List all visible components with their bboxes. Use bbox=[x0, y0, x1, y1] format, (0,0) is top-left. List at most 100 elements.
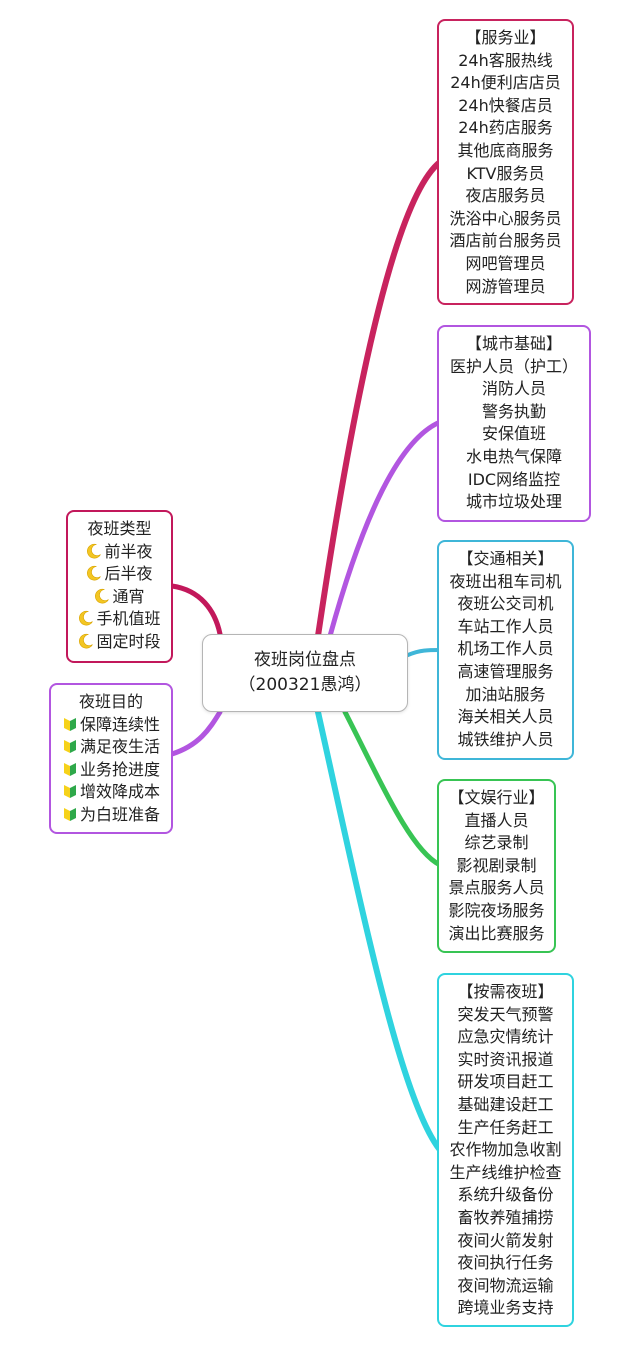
list-item[interactable]: 基础建设赶工 bbox=[443, 1094, 568, 1117]
list-item[interactable]: 实时资讯报道 bbox=[443, 1049, 568, 1072]
list-item[interactable]: 研发项目赶工 bbox=[443, 1071, 568, 1094]
list-item[interactable]: 24h便利店店员 bbox=[443, 72, 568, 95]
list-item-label: 应急灾情统计 bbox=[457, 1027, 554, 1047]
list-item[interactable]: 高速管理服务 bbox=[443, 661, 568, 684]
list-item-label: 城市垃圾处理 bbox=[465, 492, 562, 512]
list-item-label: 夜间火箭发射 bbox=[457, 1230, 554, 1250]
list-item-label: 研发项目赶工 bbox=[457, 1072, 554, 1092]
branch-types bbox=[169, 583, 223, 637]
list-item[interactable]: 手机值班 bbox=[72, 608, 167, 631]
list-item[interactable]: 突发天气预警 bbox=[443, 1004, 568, 1027]
crescent-moon-icon bbox=[95, 588, 110, 604]
list-item[interactable]: 警务执勤 bbox=[443, 401, 585, 424]
list-item-label: 消防人员 bbox=[481, 379, 546, 399]
group-purpose[interactable]: 夜班目的保障连续性满足夜生活业务抢进度增效降成本为白班准备 bbox=[49, 683, 173, 834]
list-item-label: 前半夜 bbox=[104, 541, 153, 561]
list-item[interactable]: 固定时段 bbox=[72, 631, 167, 654]
list-item[interactable]: 夜班出租车司机 bbox=[443, 571, 568, 594]
list-item[interactable]: 业务抢进度 bbox=[55, 759, 167, 782]
list-item[interactable]: 前半夜 bbox=[72, 541, 167, 564]
list-item-label: 夜间物流运输 bbox=[457, 1275, 554, 1295]
list-item[interactable]: 加油站服务 bbox=[443, 684, 568, 707]
group-header-urban: 【城市基础】 bbox=[465, 334, 562, 353]
list-item[interactable]: 酒店前台服务员 bbox=[443, 230, 568, 253]
crescent-moon-icon bbox=[79, 633, 94, 649]
list-item-label: 生产任务赶工 bbox=[457, 1117, 554, 1137]
list-item[interactable]: 海关相关人员 bbox=[443, 706, 568, 729]
list-item[interactable]: 农作物加急收割 bbox=[443, 1139, 568, 1162]
list-item-label: 固定时段 bbox=[96, 631, 161, 651]
list-item[interactable]: 安保值班 bbox=[443, 423, 585, 446]
list-item-label: 安保值班 bbox=[481, 424, 546, 444]
branch-ondemand bbox=[315, 709, 443, 1153]
list-item[interactable]: 直播人员 bbox=[443, 810, 550, 833]
list-item-label: 影视剧录制 bbox=[456, 855, 537, 875]
list-item[interactable]: 医护人员（护工） bbox=[443, 356, 585, 379]
list-item[interactable]: 后半夜 bbox=[72, 563, 167, 586]
branch-transport bbox=[406, 648, 442, 657]
list-item[interactable]: 城铁维护人员 bbox=[443, 729, 568, 752]
list-item[interactable]: 增效降成本 bbox=[55, 781, 167, 804]
group-header-transport: 【交通相关】 bbox=[457, 549, 554, 568]
crescent-moon-icon bbox=[87, 566, 102, 581]
list-item[interactable]: 畜牧养殖捕捞 bbox=[443, 1207, 568, 1230]
list-item-label: 跨境业务支持 bbox=[457, 1298, 554, 1318]
list-item[interactable]: 影院夜场服务 bbox=[443, 900, 550, 923]
list-item[interactable]: 夜间火箭发射 bbox=[443, 1230, 568, 1253]
list-item[interactable]: KTV服务员 bbox=[443, 163, 568, 186]
list-item[interactable]: 综艺录制 bbox=[443, 832, 550, 855]
list-item[interactable]: 应急灾情统计 bbox=[443, 1026, 568, 1049]
list-item-label: 24h药店服务 bbox=[458, 118, 553, 138]
beginner-mark-icon bbox=[63, 807, 76, 821]
beginner-mark-icon bbox=[63, 785, 76, 799]
list-item[interactable]: 满足夜生活 bbox=[55, 736, 167, 759]
list-item-label: 24h便利店店员 bbox=[450, 73, 561, 93]
list-item[interactable]: 机场工作人员 bbox=[443, 638, 568, 661]
list-item[interactable]: 跨境业务支持 bbox=[443, 1297, 568, 1320]
list-item-label: 直播人员 bbox=[464, 810, 529, 830]
group-ondemand[interactable]: 【按需夜班】突发天气预警应急灾情统计实时资讯报道研发项目赶工基础建设赶工生产任务… bbox=[437, 973, 574, 1327]
beginner-mark-icon bbox=[63, 762, 76, 776]
list-item[interactable]: 生产线维护检查 bbox=[443, 1162, 568, 1185]
list-item[interactable]: 洗浴中心服务员 bbox=[443, 208, 568, 231]
list-item-label: 保障连续性 bbox=[79, 714, 160, 734]
list-item[interactable]: 为白班准备 bbox=[55, 804, 167, 827]
list-item[interactable]: 消防人员 bbox=[443, 378, 585, 401]
list-item[interactable]: 网吧管理员 bbox=[443, 253, 568, 276]
list-item[interactable]: 其他底商服务 bbox=[443, 140, 568, 163]
list-item[interactable]: 夜间物流运输 bbox=[443, 1275, 568, 1298]
list-item[interactable]: 水电热气保障 bbox=[443, 446, 585, 469]
list-item[interactable]: 夜班公交司机 bbox=[443, 593, 568, 616]
group-types[interactable]: 夜班类型前半夜后半夜通宵手机值班固定时段 bbox=[66, 510, 173, 663]
list-item[interactable]: 系统升级备份 bbox=[443, 1184, 568, 1207]
list-item[interactable]: IDC网络监控 bbox=[443, 469, 585, 492]
list-item-label: 网游管理员 bbox=[465, 276, 546, 296]
list-item-label: 基础建设赶工 bbox=[457, 1094, 554, 1114]
list-item[interactable]: 演出比赛服务 bbox=[443, 923, 550, 946]
list-item-label: 高速管理服务 bbox=[457, 661, 554, 681]
list-item[interactable]: 夜店服务员 bbox=[443, 185, 568, 208]
group-header-entertainment: 【文娱行业】 bbox=[448, 788, 545, 807]
list-item[interactable]: 24h快餐店员 bbox=[443, 95, 568, 118]
group-transport[interactable]: 【交通相关】夜班出租车司机夜班公交司机车站工作人员机场工作人员高速管理服务加油站… bbox=[437, 540, 574, 760]
list-item-label: 洗浴中心服务员 bbox=[449, 208, 562, 228]
list-item[interactable]: 生产任务赶工 bbox=[443, 1117, 568, 1140]
list-item[interactable]: 保障连续性 bbox=[55, 714, 167, 737]
list-item[interactable]: 网游管理员 bbox=[443, 276, 568, 299]
group-entertainment[interactable]: 【文娱行业】直播人员综艺录制影视剧录制景点服务人员影院夜场服务演出比赛服务 bbox=[437, 779, 556, 953]
list-item[interactable]: 夜间执行任务 bbox=[443, 1252, 568, 1275]
central-topic[interactable]: 夜班岗位盘点 （200321愚鸿） bbox=[202, 634, 408, 712]
list-item[interactable]: 车站工作人员 bbox=[443, 616, 568, 639]
list-item-label: 夜间执行任务 bbox=[457, 1253, 554, 1273]
list-item[interactable]: 24h客服热线 bbox=[443, 50, 568, 73]
branch-purpose bbox=[169, 709, 223, 757]
list-item[interactable]: 通宵 bbox=[72, 586, 167, 609]
list-item-label: 演出比赛服务 bbox=[448, 923, 545, 943]
list-item[interactable]: 24h药店服务 bbox=[443, 117, 568, 140]
list-item[interactable]: 城市垃圾处理 bbox=[443, 491, 585, 514]
list-item[interactable]: 景点服务人员 bbox=[443, 877, 550, 900]
list-item[interactable]: 影视剧录制 bbox=[443, 855, 550, 878]
list-item-label: 海关相关人员 bbox=[457, 707, 554, 727]
